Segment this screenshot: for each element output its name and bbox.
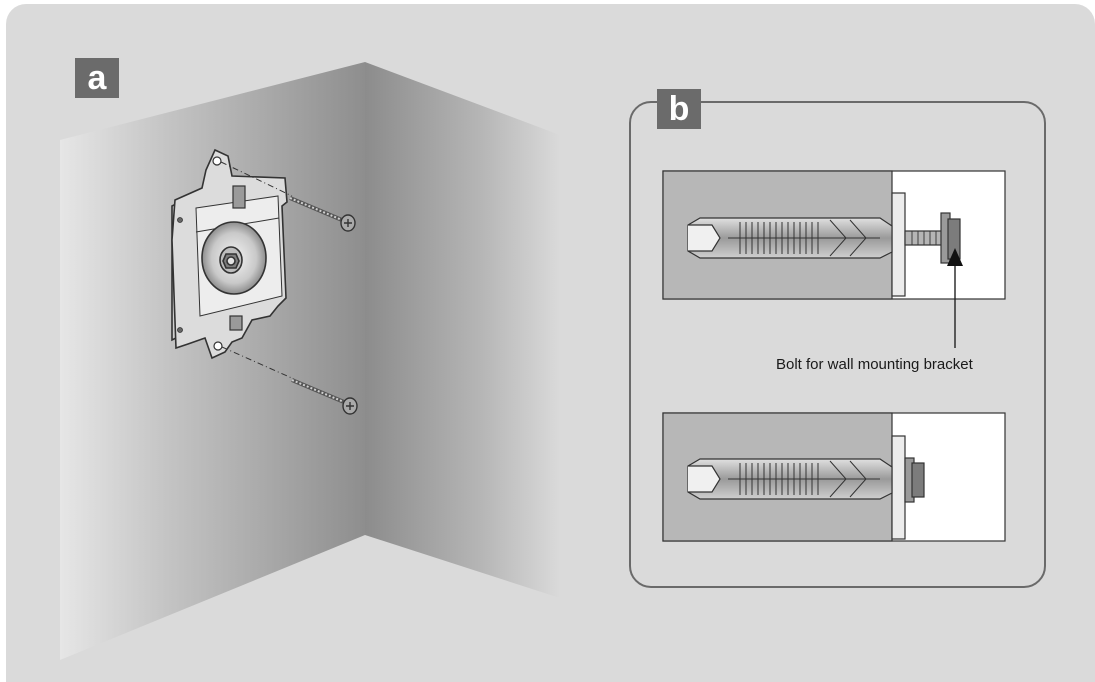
wall-anchor-icon <box>687 458 893 500</box>
detail-frame-b <box>629 101 1046 588</box>
screw-icon <box>291 378 358 415</box>
screw-alignment-guides <box>220 161 295 380</box>
wall-corner-illustration <box>60 62 560 660</box>
panel-label-b: b <box>657 89 701 129</box>
anchor-section-before <box>662 170 1006 300</box>
right-wall <box>365 62 560 598</box>
left-wall <box>60 62 365 660</box>
anchor-section-after <box>662 412 1006 542</box>
screw-icon <box>289 196 356 232</box>
panel-label-a: a <box>75 58 119 98</box>
arrow-pointer-icon <box>947 248 963 348</box>
wall-mount-bracket-icon <box>171 148 288 360</box>
bolt-callout-label: Bolt for wall mounting bracket <box>776 356 973 373</box>
wall-anchor-icon <box>687 217 893 259</box>
